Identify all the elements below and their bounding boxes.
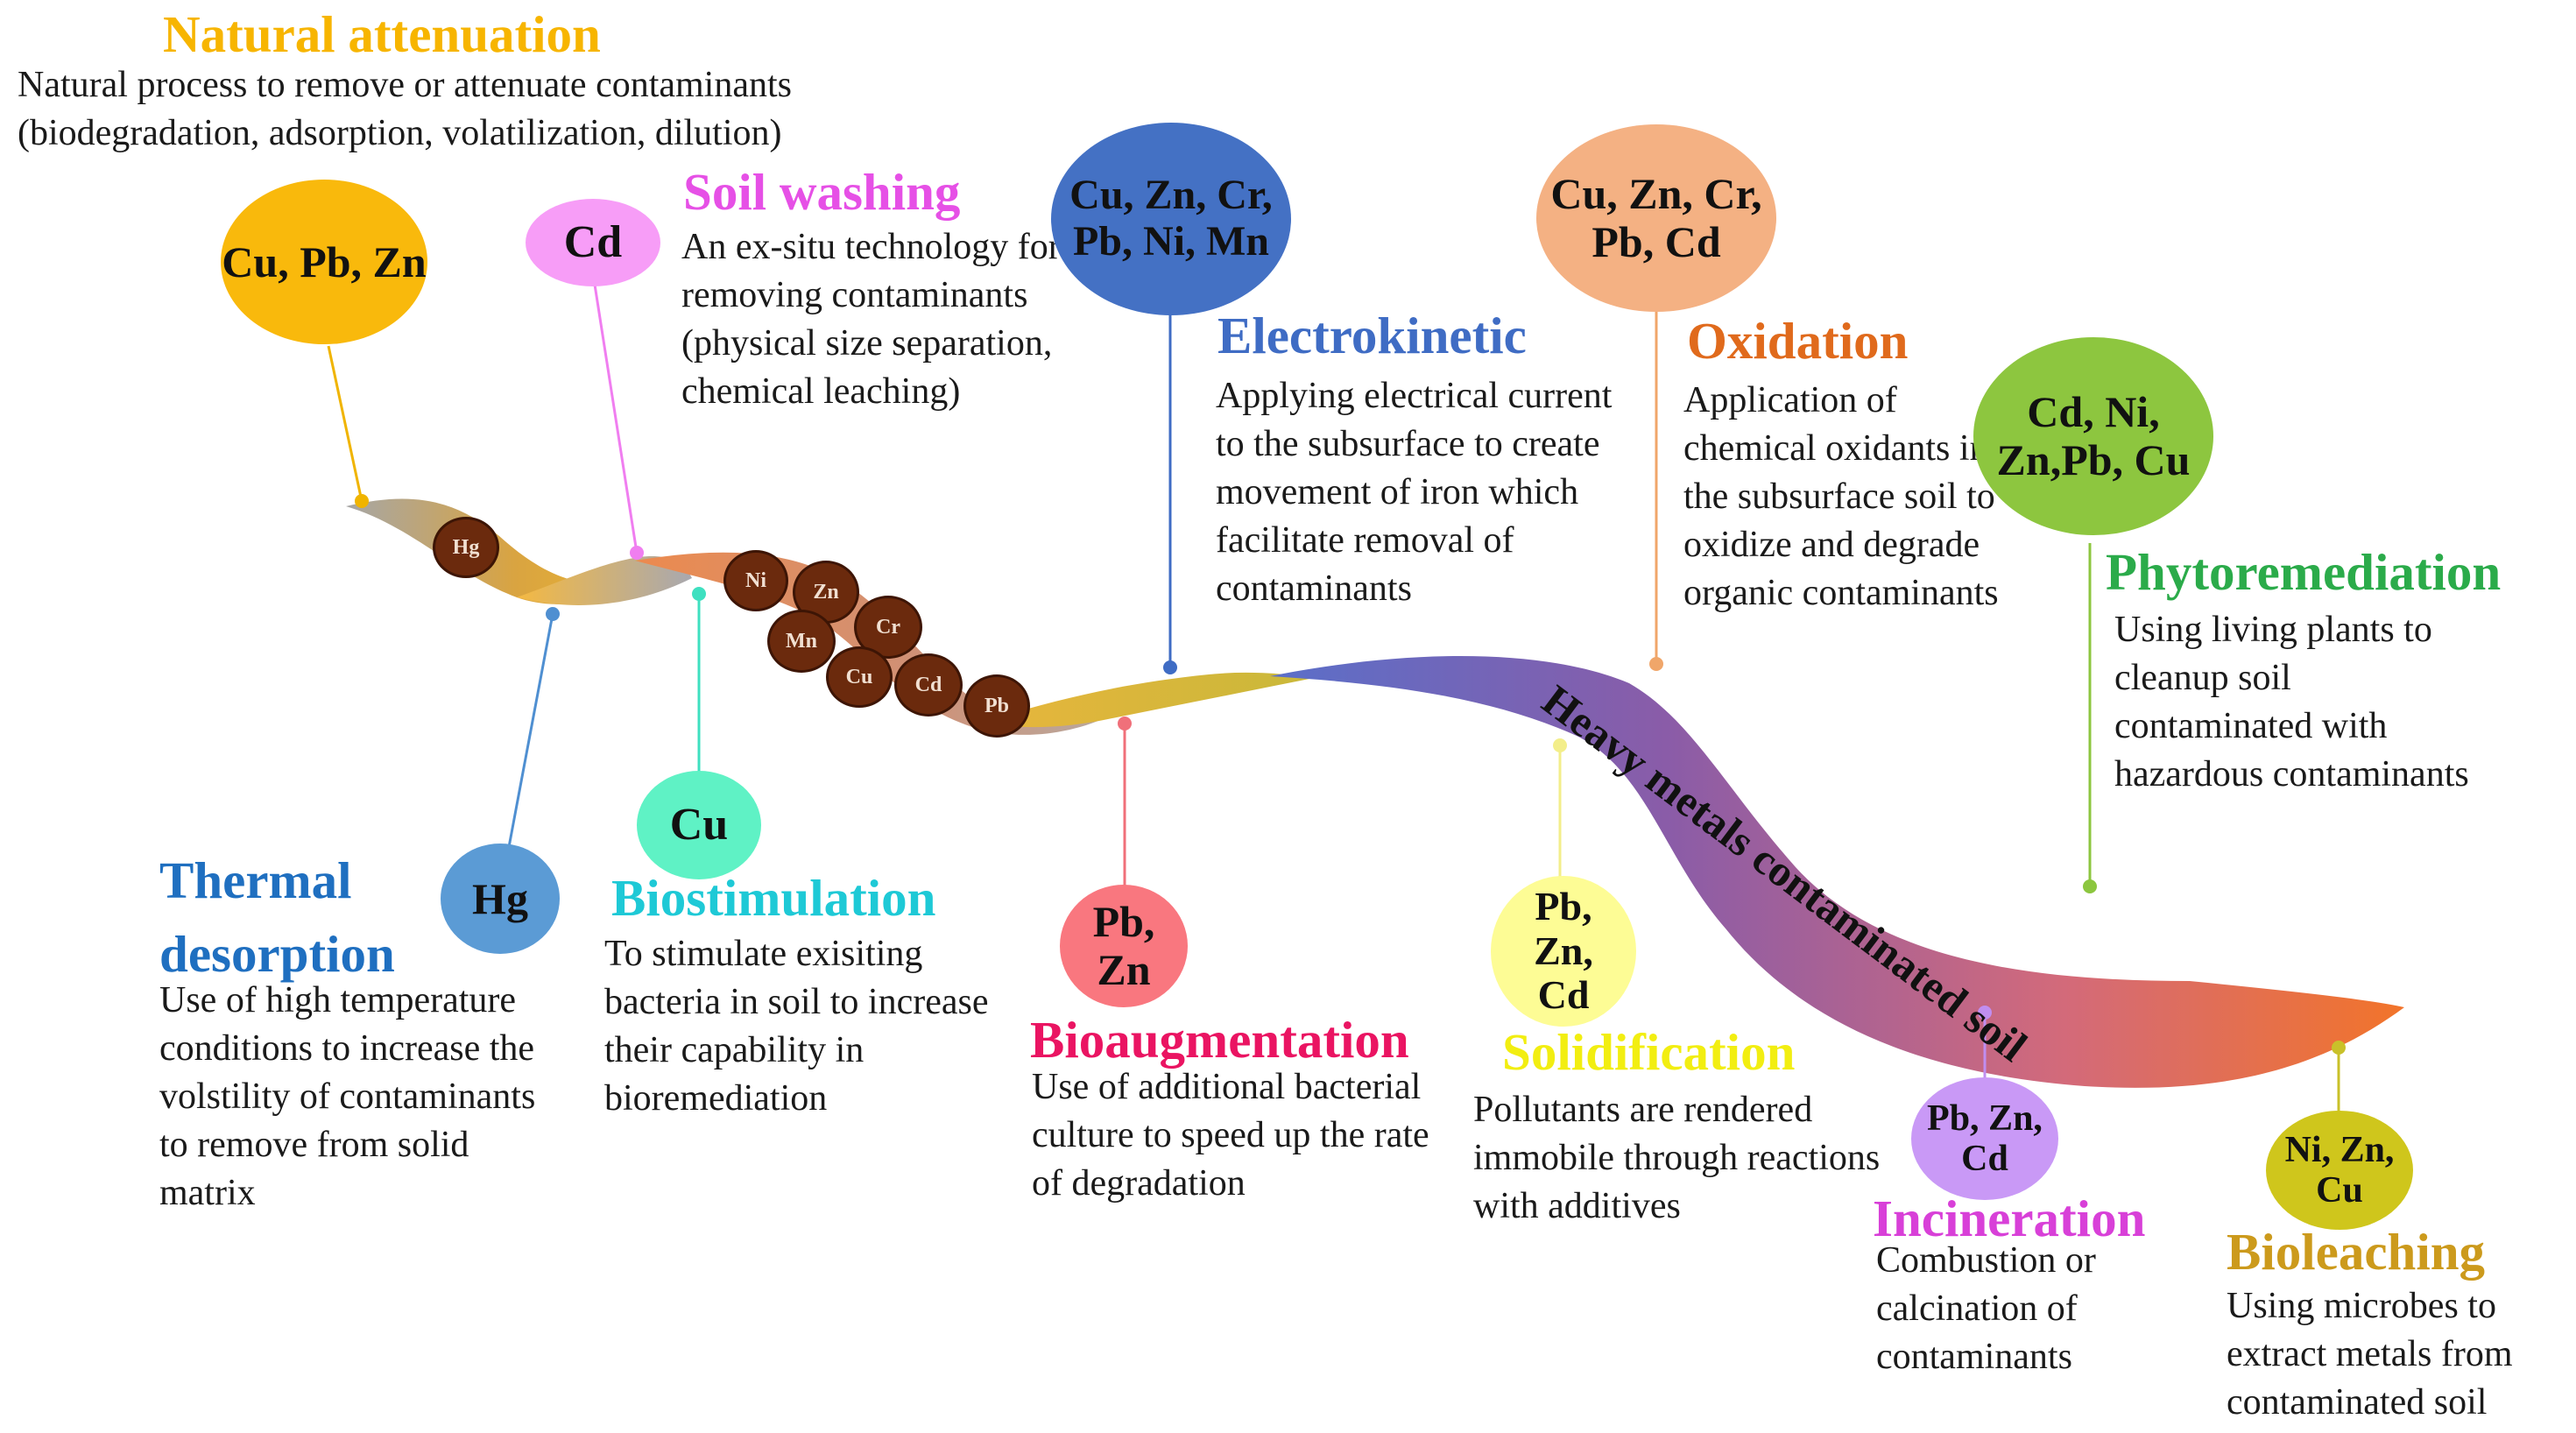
incineration-title: Incineration: [1873, 1189, 2146, 1247]
biostimulation-title: Biostimulation: [611, 869, 936, 927]
bioaugmentation-title: Bioaugmentation: [1030, 1011, 1409, 1069]
band-metal-ni: Ni: [723, 550, 788, 611]
anchor-bioleaching: [2332, 1041, 2346, 1055]
biostimulation-desc: To stimulate exisiting bacteria in soil …: [604, 934, 989, 1119]
soil-washing-desc: An ex-situ technology for removing conta…: [681, 227, 1061, 412]
thermal-desorption-title: Thermal desorption: [159, 851, 395, 983]
anchor-bioaugmentation: [1118, 716, 1132, 731]
anchor-incineration: [1978, 1006, 1992, 1020]
anchor-soil-washing: [630, 546, 644, 560]
electrokinetic-desc: Applying electrical current to the subsu…: [1216, 376, 1613, 609]
band-metal-cd: Cd: [894, 653, 963, 716]
band-metal-cu: Cu: [826, 646, 893, 708]
natural-attenuation-title: Natural attenuation: [163, 5, 601, 63]
phytoremediation-metals: Cd, Ni, Zn,Pb, Cu: [1973, 337, 2213, 535]
bioleaching-title: Bioleaching: [2227, 1223, 2486, 1281]
oxidation-title: Oxidation: [1687, 312, 1909, 370]
connector-thermal-desorption: [507, 613, 554, 848]
connector-lines: [327, 284, 2346, 1112]
soil-washing-title: Soil washing: [683, 163, 961, 221]
anchor-solidification: [1553, 738, 1567, 752]
bioaugmentation-desc: Use of additional bacterial culture to s…: [1032, 1067, 1429, 1204]
solidification-title: Solidification: [1502, 1023, 1796, 1081]
natural-attenuation-desc: Natural process to remove or attenuate c…: [18, 65, 793, 153]
phytoremediation-title: Phytoremediation: [2106, 543, 2502, 601]
band-metal-mn: Mn: [767, 610, 836, 673]
electrokinetic-metals: Cu, Zn, Cr, Pb, Ni, Mn: [1051, 123, 1291, 315]
anchor-electrokinetic: [1163, 660, 1177, 674]
anchor-thermal-desorption: [546, 607, 560, 621]
electrokinetic-title: Electrokinetic: [1217, 307, 1527, 364]
incineration-desc: Combustion or calcination of contaminant…: [1876, 1240, 2096, 1377]
connector-natural-attenuation: [327, 345, 363, 502]
anchor-natural-attenuation: [355, 494, 369, 508]
oxidation-desc: Application of chemical oxidants into th…: [1683, 380, 2017, 613]
thermal-desorption-desc: Use of high temperature conditions to in…: [159, 980, 536, 1213]
anchor-oxidation: [1649, 657, 1663, 671]
incineration-metals: Pb, Zn, Cd: [1911, 1077, 2058, 1200]
soil-washing-metals: Cd: [526, 199, 660, 286]
anchor-phytoremediation: [2083, 879, 2097, 893]
biostimulation-metals: Cu: [637, 771, 761, 879]
band-segment-5: [1270, 655, 2404, 1088]
oxidation-metals: Cu, Zn, Cr, Pb, Cd: [1536, 124, 1776, 312]
band-metal-pb: Pb: [963, 674, 1030, 738]
natural-attenuation-metals: Cu, Pb, Zn: [221, 180, 427, 344]
band-metal-hg: Hg: [433, 517, 499, 578]
bioleaching-desc: Using microbes to extract metals from co…: [2227, 1286, 2513, 1422]
solidification-desc: Pollutants are rendered immobile through…: [1473, 1090, 1881, 1226]
bioaugmentation-metals: Pb, Zn: [1060, 885, 1188, 1007]
thermal-desorption-metals: Hg: [441, 844, 560, 954]
band-segment-4: [981, 672, 1314, 728]
band-segment-2: [517, 556, 692, 605]
anchor-biostimulation: [692, 587, 706, 601]
bioleaching-metals: Ni, Zn, Cu: [2266, 1111, 2413, 1230]
band-segment-1: [346, 498, 683, 604]
phytoremediation-desc: Using living plants to cleanup soil cont…: [2114, 610, 2469, 794]
solidification-metals: Pb, Zn, Cd: [1491, 876, 1636, 1027]
connector-soil-washing: [593, 284, 639, 554]
